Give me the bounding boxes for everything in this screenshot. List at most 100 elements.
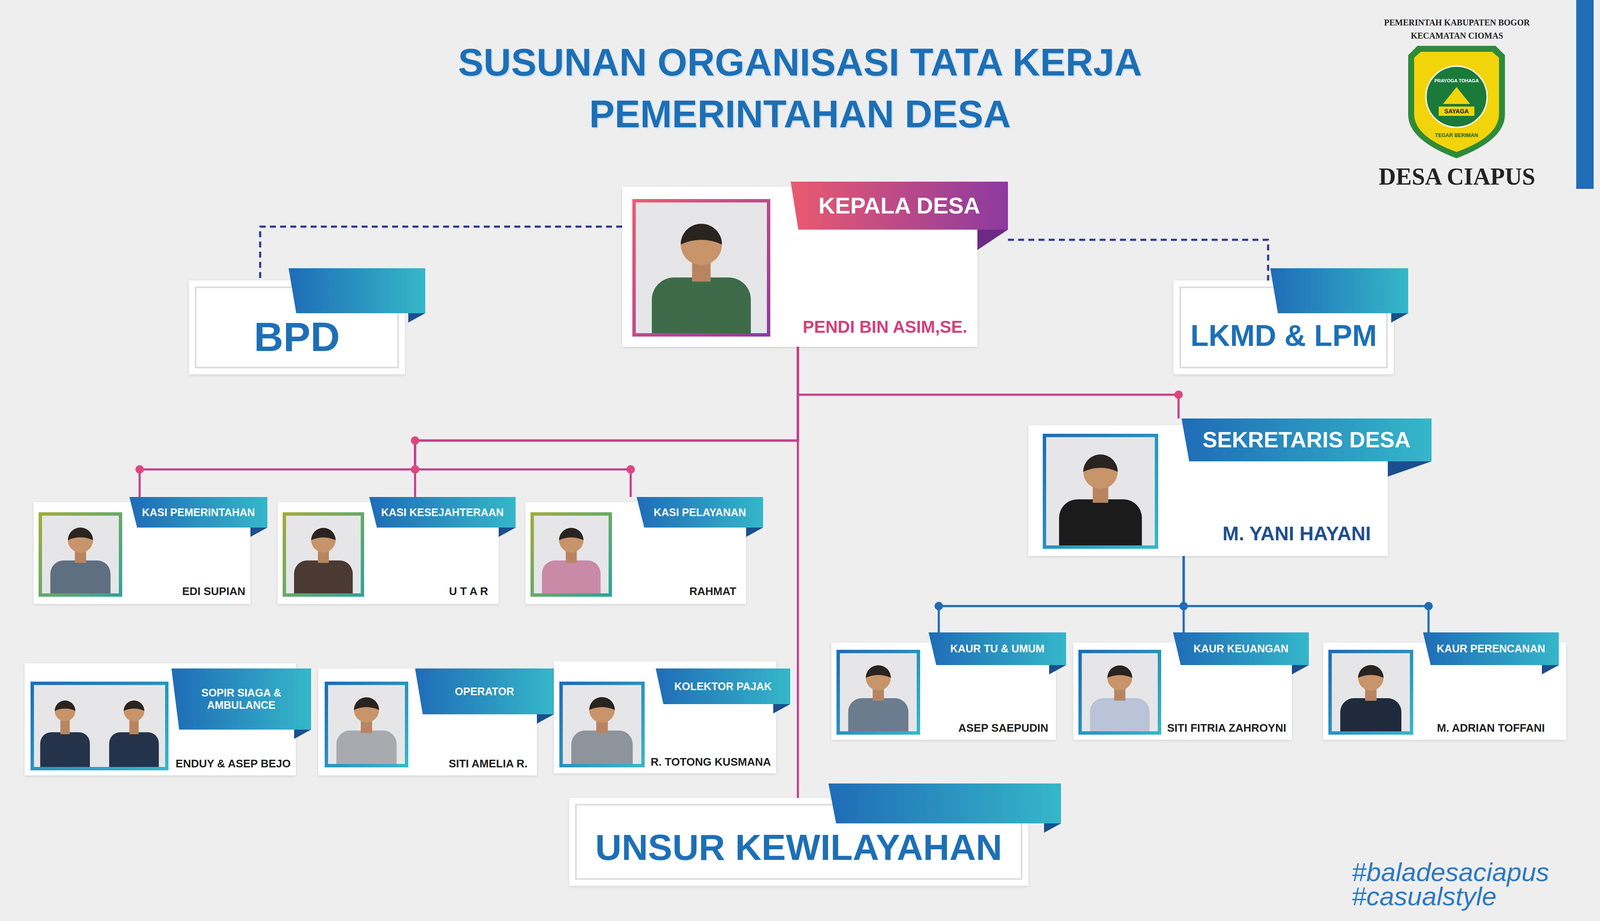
name-holder: M. ADRIAN TOFFANI [1437,721,1545,735]
junction-dot [410,465,420,474]
fold-shade [1391,313,1409,323]
portrait [632,199,771,337]
junction-dot [410,436,420,445]
title-ribbon: KAUR TU & UMUM [928,632,1067,666]
ribbon-fold [1044,823,1062,833]
ribbon-fold [1049,665,1067,675]
ribbon-fold [294,729,312,739]
title-ribbon: KAUR PERENCANAN [1423,632,1559,666]
hair [67,527,93,541]
ribbon-fold [1391,313,1409,323]
shirt [541,560,601,597]
ribbon-fold [408,313,426,323]
group-box: LKMD & LPM [1173,280,1394,375]
connector [797,346,800,798]
accent-ribbon [828,783,1062,824]
ribbon-fold [1387,461,1432,477]
agency-name: PEMERINTAH KABUPATEN BOGOR [1383,17,1530,28]
shirt [40,732,90,771]
person-card: KAUR TU & UMUM ASEP SAEPUDIN [831,632,1067,740]
head [67,527,93,553]
person-name: M. YANI HAYANI [1222,522,1371,545]
label-holder: LKMD & LPM [1190,318,1377,354]
accent-ribbon [288,268,426,314]
crest-shield [1408,45,1505,159]
position-title: KAUR PERENCANAN [1436,642,1546,655]
fold-shade [536,714,554,724]
group-box: UNSUR KEWILAYAHAN [569,797,1029,886]
position-title: KAUR TU & UMUM [950,642,1045,655]
district-name: KECAMATAN CIOMAS [1410,30,1504,41]
crest-motto: PRAYOGA TOHAGA [1434,78,1480,84]
portrait [1042,433,1159,549]
shirt [1089,698,1150,735]
head [558,527,584,553]
head [1083,454,1118,489]
person-card: KAUR PERENCANAN M. ADRIAN TOFFANI [1323,632,1567,740]
ribbon-fold [1541,665,1559,675]
fold-shade [1044,823,1062,833]
junction-dot [1424,601,1433,611]
position-title: KOLEKTOR PAJAK [674,680,772,693]
ribbon-fold [536,714,554,724]
name-holder: M. YANI HAYANI [1222,522,1371,545]
group-name: UNSUR KEWILAYAHAN [595,826,1003,868]
portrait-frame [838,651,919,733]
position-title: KASI KESEJAHTERAAN [381,506,504,519]
portrait [324,681,409,768]
position-title: OPERATOR [454,685,514,698]
shirt [1340,698,1402,735]
shirt [571,730,633,768]
position-title: SEKRETARIS DESA [1202,427,1411,453]
portrait [1328,649,1414,735]
title-ribbon: SEKRETARIS DESA [1181,418,1432,462]
portrait-frame [40,513,121,596]
shirt [651,277,751,337]
portrait-frame [32,683,167,769]
accent-ribbon [1270,268,1409,314]
crest-ring [1425,66,1488,128]
title-ribbon: KAUR KEUANGAN [1173,632,1309,666]
fold-shade [294,729,312,739]
position-title: KASI PEMERINTAHAN [141,506,255,519]
junction-dot [934,601,944,611]
person-card: KASI PELAYANANRAHMAT [525,496,764,604]
crest-mountain [1442,87,1471,104]
name-holder: U T A R [449,585,489,598]
hair [680,223,722,245]
person-name: ENDUY & ASEP BEJO [175,757,291,770]
hashtag: #casualstyle [1351,881,1497,912]
person-name: PENDI BIN ASIM,SE. [802,317,968,337]
corner-bar [1576,0,1594,189]
crest-motto: TEGAR BERIMAN [1434,132,1478,139]
title-ribbon: KOLEKTOR PAJAK [655,668,791,705]
portrait-frame [1330,651,1412,733]
fold-shade [977,229,1008,250]
title-ribbon: SOPIR SIAGA & AMBULANCE [171,668,312,730]
group-box: BPD [188,280,405,375]
shirt [294,560,353,597]
person-name: ASEP SAEPUDIN [958,721,1049,735]
hair [1358,665,1384,678]
person-name: R. TOTONG KUSMANA [650,755,772,769]
name-holder: EDI SUPIAN [182,585,246,598]
head [123,700,145,722]
person-card: KOLEKTOR PAJAK R. TOTONG KUSMANA [553,661,791,774]
crest-motto: SAYAGA [1444,107,1469,115]
label-holder: UNSUR KEWILAYAHAN [595,826,1003,869]
person-card: SEKRETARIS DESA M. YANI HAYANI [1028,418,1432,556]
portrait-frame [532,513,611,596]
connector [415,346,798,497]
ribbon-fold [746,527,764,537]
title-ribbon: KASI KESEJAHTERAAN [369,496,516,528]
fold-shade [773,704,791,714]
ribbon-fold [498,527,516,537]
fold-shade [1291,665,1309,675]
portrait-frame [634,200,769,335]
name-holder: SITI FITRIA ZAHROYNI [1167,721,1287,735]
person-card: OPERATORSITI AMELIA R. [318,668,554,776]
title-ribbon: KASI PEMERINTAHAN [129,496,268,528]
position-title: KASI PELAYANAN [653,506,747,519]
title-ribbon: KEPALA DESA [790,181,1008,230]
person-card: KAUR KEUANGAN SITI FITRIA ZAHROYNI [1073,632,1309,740]
